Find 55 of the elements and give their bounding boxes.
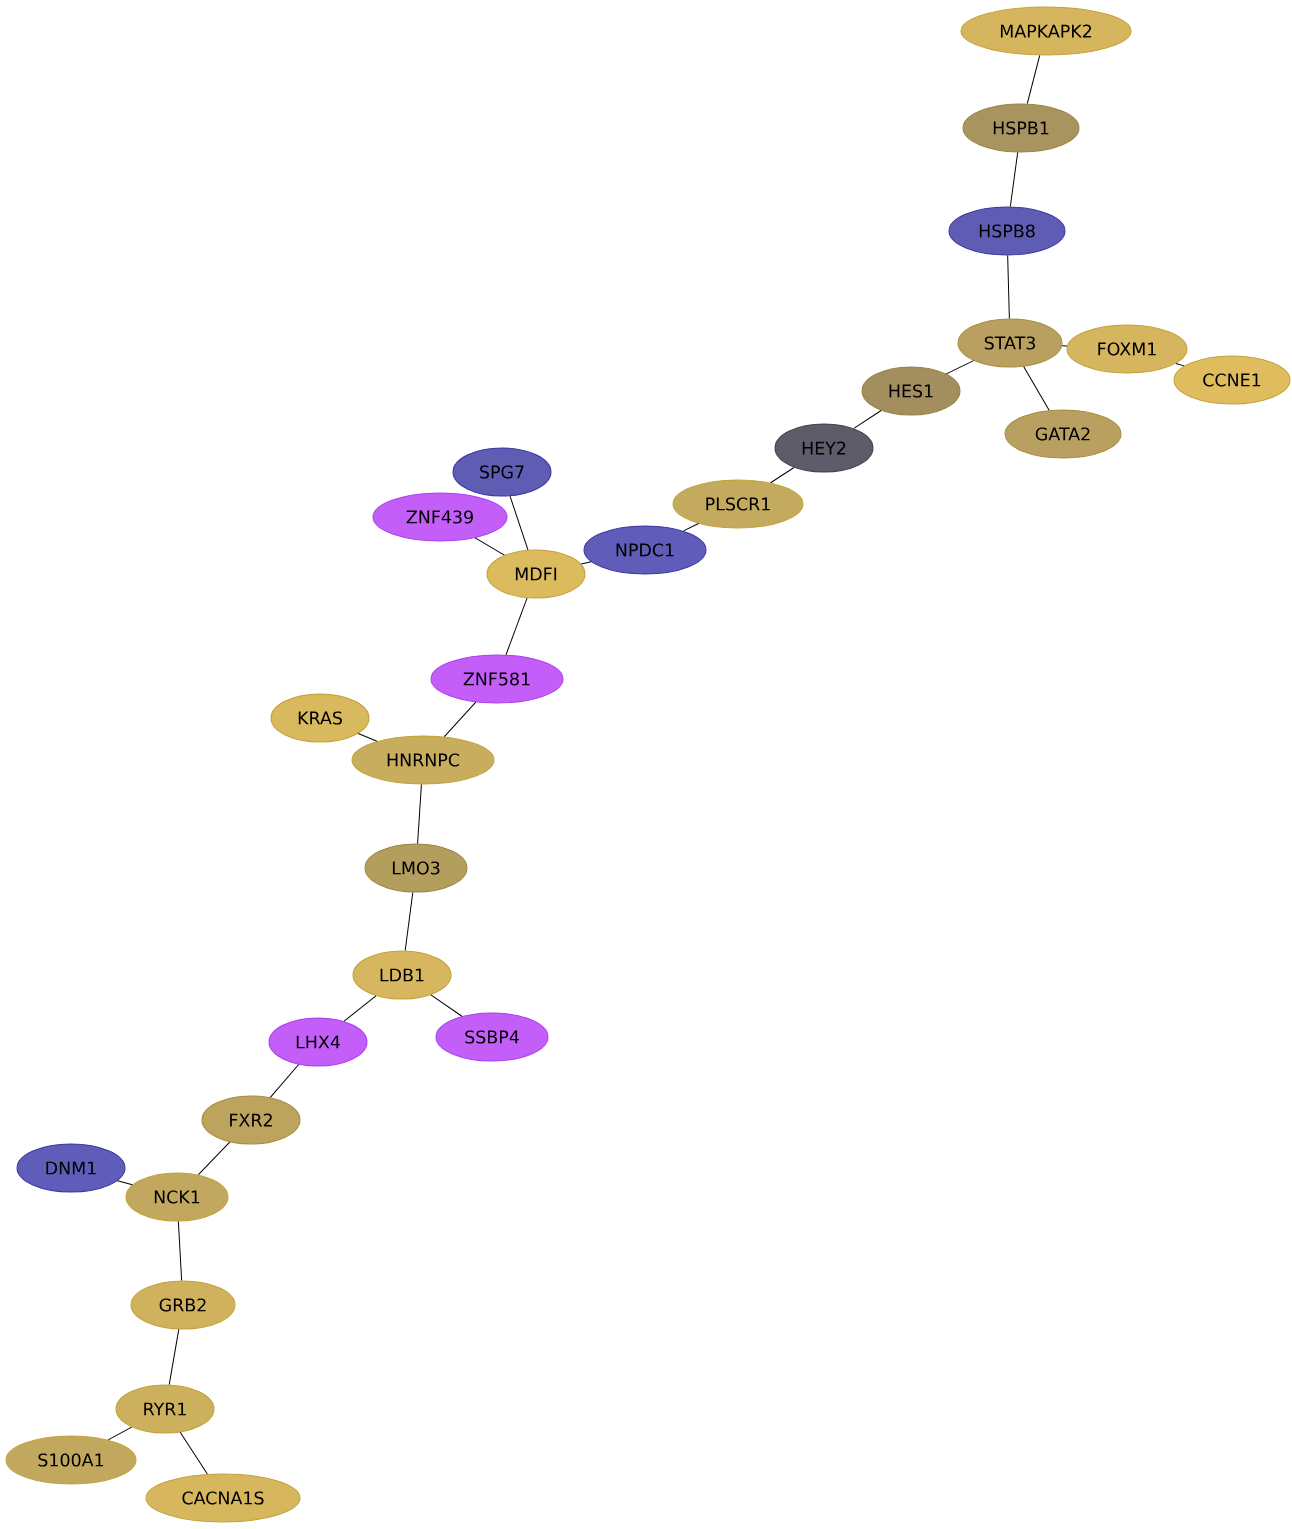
edge-line	[417, 784, 422, 844]
edge-line	[1026, 54, 1041, 105]
ellipse-node: FXR2	[201, 1095, 301, 1145]
edge-line	[1061, 345, 1068, 347]
ellipse-node: SPG7	[452, 447, 552, 497]
edge-line	[177, 1221, 183, 1281]
ellipse-node: HSPB8	[948, 206, 1066, 256]
ellipse-node: HES1	[861, 366, 961, 416]
ellipse-node: FOXM1	[1066, 324, 1188, 374]
edge-line	[1009, 151, 1019, 208]
ellipse-node: CACNA1S	[145, 1473, 301, 1523]
edge-line	[474, 537, 505, 556]
edge-line	[357, 733, 378, 742]
ellipse-node: KRAS	[270, 693, 370, 743]
edge-line	[107, 1426, 133, 1441]
edge-line	[343, 995, 377, 1022]
ellipse-node: S100A1	[5, 1435, 137, 1485]
edge-line	[269, 1064, 300, 1098]
edge-line	[430, 994, 463, 1017]
ellipse-node: GRB2	[130, 1280, 236, 1330]
ellipse-node: MAPKAPK2	[960, 6, 1132, 56]
ellipse-node: LHX4	[268, 1017, 368, 1067]
ellipse-node: DNM1	[16, 1143, 126, 1193]
edge-line	[404, 891, 414, 952]
ellipse-node: NCK1	[125, 1172, 229, 1222]
ellipse-node: SSBP4	[435, 1012, 549, 1062]
edge-line	[683, 523, 699, 532]
ellipse-node: CCNE1	[1173, 355, 1291, 405]
ellipse-node: HNRNPC	[351, 735, 495, 785]
edge-line	[1023, 366, 1050, 411]
edge-line	[770, 467, 795, 484]
ellipse-node: LDB1	[352, 950, 452, 1000]
edge-line	[443, 701, 477, 738]
ellipse-node: RYR1	[115, 1384, 215, 1434]
edge-line	[1007, 255, 1010, 319]
edge-line	[580, 561, 592, 565]
ellipse-node: LMO3	[364, 843, 468, 893]
edge-line	[197, 1141, 231, 1176]
edge-line	[945, 360, 975, 375]
edge-line	[117, 1180, 133, 1186]
edge-line	[168, 1328, 180, 1386]
edge-line	[1175, 362, 1185, 367]
ellipse-node: ZNF439	[372, 492, 508, 542]
edge-line	[509, 495, 529, 551]
edge-line	[505, 597, 528, 656]
ellipse-node: ZNF581	[430, 654, 564, 704]
ellipse-node: PLSCR1	[672, 479, 804, 529]
ellipse-node: HSPB1	[962, 103, 1080, 153]
edge-line	[853, 410, 882, 429]
ellipse-node: MDFI	[486, 549, 586, 599]
ellipse-node: GATA2	[1004, 409, 1122, 459]
edge-line	[179, 1431, 208, 1475]
ellipse-node: HEY2	[774, 423, 874, 473]
ellipse-node: STAT3	[957, 318, 1063, 368]
ellipse-node: NPDC1	[583, 525, 707, 575]
